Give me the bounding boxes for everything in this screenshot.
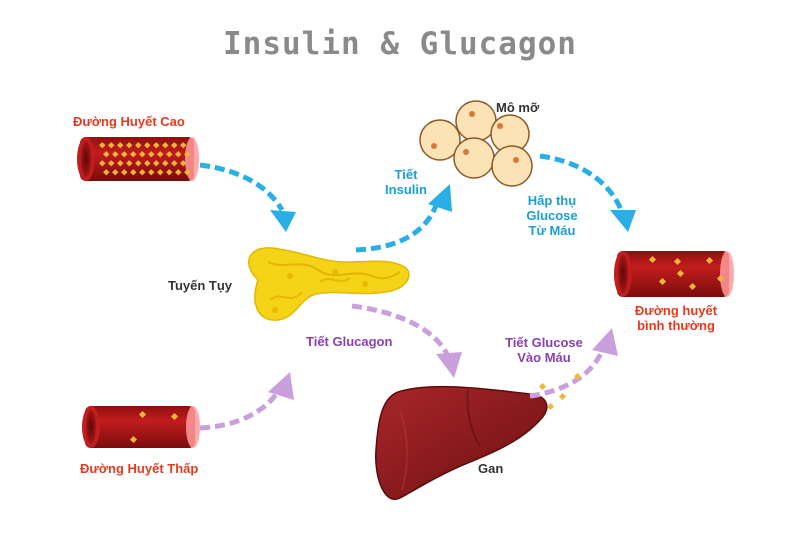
glucose-particle-icon	[148, 151, 155, 158]
glucose-particle-icon	[180, 142, 187, 149]
glucose-particle-icon	[130, 151, 137, 158]
glucose-particle-icon	[121, 151, 128, 158]
arrow-pancreas-to-liver	[351, 303, 451, 358]
absorb-line2: Glucose	[526, 208, 578, 223]
glucose-particle-icon	[103, 169, 110, 176]
normal-blood-sugar-line1: Đường huyết	[634, 303, 718, 318]
release-glucose-line1: Tiết Glucose	[505, 335, 583, 350]
glucose-particle-icon	[184, 151, 191, 158]
glucose-particle-icon	[99, 142, 106, 149]
fat-tissue-label: Mô mỡ	[496, 100, 540, 115]
arrow-fat-to-normal	[539, 153, 625, 213]
glucose-particle-icon	[126, 160, 133, 167]
glucose-particle-icon	[157, 151, 164, 158]
glucose-particle-icon	[184, 169, 191, 176]
glucose-particle-icon	[103, 151, 110, 158]
secrete-insulin-label: Tiết Insulin	[370, 167, 442, 197]
arrow-head-icon	[268, 372, 294, 400]
arrow-head-icon	[436, 352, 462, 378]
arrow-head-icon	[610, 210, 636, 232]
glucose-particle-icon	[175, 169, 182, 176]
glucose-particle-icon	[121, 169, 128, 176]
glucose-particle-icon	[99, 160, 106, 167]
glucose-particle-icon	[108, 142, 115, 149]
liver-icon	[375, 385, 548, 501]
glucose-particle-icon	[112, 151, 119, 158]
secrete-insulin-line1: Tiết	[394, 167, 418, 182]
glucose-particle-icon	[126, 142, 133, 149]
secrete-insulin-line2: Insulin	[385, 182, 427, 197]
glucose-particle-icon	[148, 169, 155, 176]
glucose-particle-icon	[171, 142, 178, 149]
glucose-particle-icon	[162, 160, 169, 167]
high-blood-sugar-vessel-icon	[77, 137, 199, 181]
normal-blood-sugar-line2: bình thường	[637, 318, 715, 333]
glucose-particle-icon	[171, 160, 178, 167]
low-blood-sugar-vessel-icon	[82, 406, 200, 448]
released-glucose-icon	[538, 372, 582, 411]
low-blood-sugar-label: Đường Huyết Thấp	[80, 461, 199, 476]
liver-label: Gan	[478, 461, 504, 476]
glucose-particle-icon	[139, 169, 146, 176]
glucose-particle-icon	[144, 160, 151, 167]
high-blood-sugar-label: Đường Huyết Cao	[73, 114, 185, 129]
glucose-particle-icon	[135, 160, 142, 167]
arrow-head-icon	[428, 184, 452, 212]
secrete-glucagon-label: Tiết Glucagon	[306, 334, 393, 349]
normal-blood-sugar-label: Đường huyết bình thường	[620, 303, 732, 333]
arrow-low-to-pancreas	[199, 386, 283, 431]
release-glucose-label: Tiết Glucose Vào Máu	[492, 335, 596, 365]
absorb-line1: Hấp thụ	[527, 193, 577, 208]
glucose-particle-icon	[166, 151, 173, 158]
absorb-line3: Từ Máu	[528, 223, 576, 238]
glucose-particle-icon	[108, 160, 115, 167]
glucose-particle-icon	[153, 142, 160, 149]
fat-cell-icon	[419, 100, 533, 187]
glucose-particle-icon	[162, 142, 169, 149]
glucose-particle-icon	[130, 169, 137, 176]
absorb-glucose-label: Hấp thụ Glucose Từ Máu	[510, 193, 594, 238]
glucose-particle-icon	[112, 169, 119, 176]
glucose-particle-icon	[117, 142, 124, 149]
glucose-particle-icon	[139, 151, 146, 158]
glucose-particle-icon	[175, 151, 182, 158]
glucose-particle-icon	[166, 169, 173, 176]
arrow-high-to-pancreas	[199, 162, 285, 212]
page-title: Insulin & Glucagon	[223, 26, 577, 62]
glucose-particle-icon	[157, 169, 164, 176]
pancreas-icon	[247, 247, 410, 321]
glucose-particle-icon	[180, 160, 187, 167]
normal-blood-sugar-vessel-icon	[614, 251, 734, 297]
release-glucose-line2: Vào Máu	[517, 350, 571, 365]
arrow-head-icon	[270, 210, 296, 232]
glucose-particle-icon	[153, 160, 160, 167]
glucose-particle-icon	[135, 142, 142, 149]
glucose-particle-icon	[144, 142, 151, 149]
arrow-pancreas-to-fat	[355, 199, 441, 253]
pancreas-label: Tuyến Tụy	[168, 278, 233, 293]
arrow-head-icon	[592, 328, 618, 356]
glucose-particle-icon	[117, 160, 124, 167]
